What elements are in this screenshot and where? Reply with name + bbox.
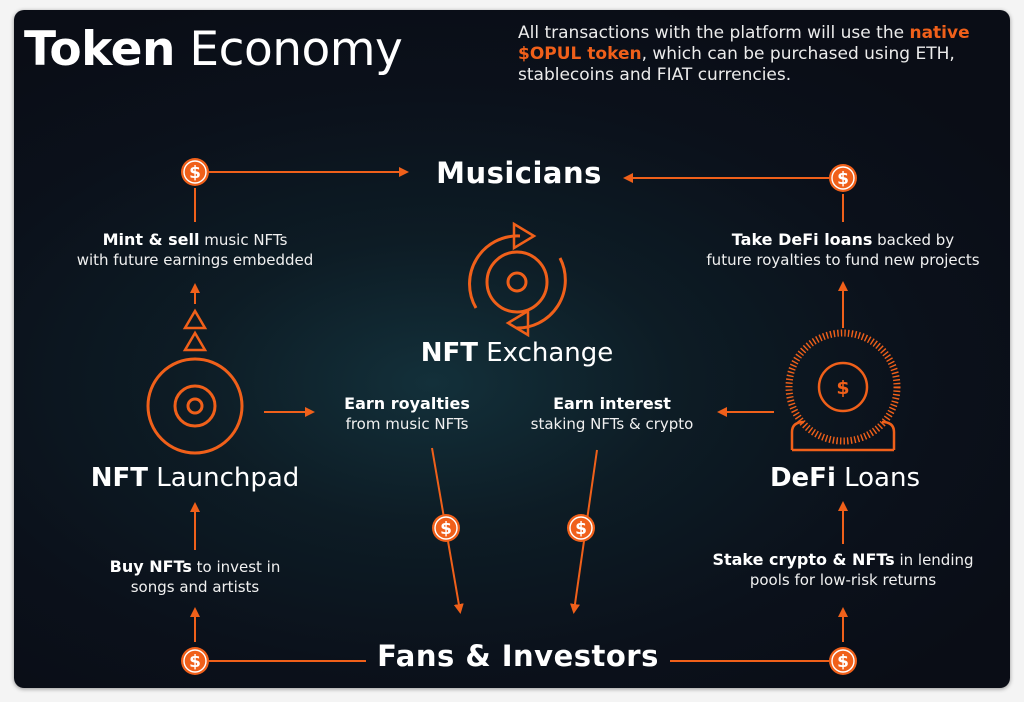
caption-mint-sell: Mint & sell music NFTs with future earni… (40, 230, 350, 270)
node-light: Exchange (486, 338, 614, 368)
caption-bold: Earn interest (553, 394, 671, 413)
node-defi-loans: DeFi Loans (740, 463, 950, 493)
node-light: Loans (844, 463, 921, 493)
caption-line2: from music NFTs (345, 415, 469, 433)
coin-symbol: $ (836, 377, 849, 399)
node-bold: DeFi (769, 463, 836, 493)
title-light: Economy (189, 22, 403, 77)
caption-stake-crypto: Stake crypto & NFTs in lending pools for… (678, 550, 1008, 590)
intro-line3: stablecoins and FIAT currencies. (518, 65, 792, 85)
node-nft-exchange: NFT Exchange (397, 338, 637, 368)
node-light: Launchpad (156, 463, 300, 493)
hub-musicians: Musicians (436, 156, 602, 190)
intro-text: All transactions with the platform will … (518, 23, 970, 86)
coin-symbol: $ (837, 169, 849, 189)
caption-earn-royalties: Earn royalties from music NFTs (317, 394, 497, 434)
caption-rest: in lending (894, 551, 974, 569)
exchange-cycle-icon (468, 221, 567, 338)
coin-symbol: $ (440, 519, 452, 539)
coin-symbol: $ (575, 519, 587, 539)
coin-symbol: $ (837, 652, 849, 672)
node-bold: NFT (420, 338, 478, 368)
caption-rest: to invest in (191, 558, 281, 576)
launchpad-disc-icon (146, 357, 244, 455)
token-economy-slide: $ $ $ $ $ $ $ Token Economy All transact… (14, 10, 1010, 688)
caption-take-defi-loans: Take DeFi loans backed by future royalti… (678, 230, 1008, 270)
caption-line2: staking NFTs & crypto (530, 415, 694, 433)
flow-diagram: $ $ $ $ $ $ $ (146, 157, 901, 676)
caption-line2: future royalties to fund new projects (706, 251, 980, 269)
coin-symbol: $ (189, 163, 201, 183)
caption-bold: Earn royalties (344, 394, 470, 413)
up-triangles-icon (182, 308, 208, 352)
caption-earn-interest: Earn interest staking NFTs & crypto (512, 394, 712, 434)
caption-line2: pools for low-risk returns (749, 571, 937, 589)
caption-bold: Buy NFTs (109, 557, 192, 576)
caption-bold: Mint & sell (102, 230, 200, 249)
coin-symbol: $ (189, 652, 201, 672)
hub-fans-investors: Fans & Investors (377, 639, 659, 673)
node-bold: NFT (90, 463, 148, 493)
page-title: Token Economy (24, 22, 403, 77)
caption-line2: with future earnings embedded (76, 251, 314, 269)
intro-line1: All transactions with the platform will … (518, 23, 910, 43)
caption-bold: Stake crypto & NFTs (712, 550, 895, 569)
node-nft-launchpad: NFT Launchpad (70, 463, 320, 493)
caption-rest: music NFTs (199, 231, 288, 249)
intro-highlight: native (909, 23, 970, 43)
defi-vault-icon (785, 329, 901, 452)
caption-buy-nfts: Buy NFTs to invest in songs and artists (70, 557, 320, 597)
caption-rest: backed by (872, 231, 955, 249)
intro-line2: , which can be purchased using ETH, (641, 44, 955, 64)
intro-token-highlight: $OPUL token (518, 44, 642, 64)
title-bold: Token (24, 22, 175, 77)
caption-line2: songs and artists (130, 578, 260, 596)
caption-bold: Take DeFi loans (731, 230, 873, 249)
